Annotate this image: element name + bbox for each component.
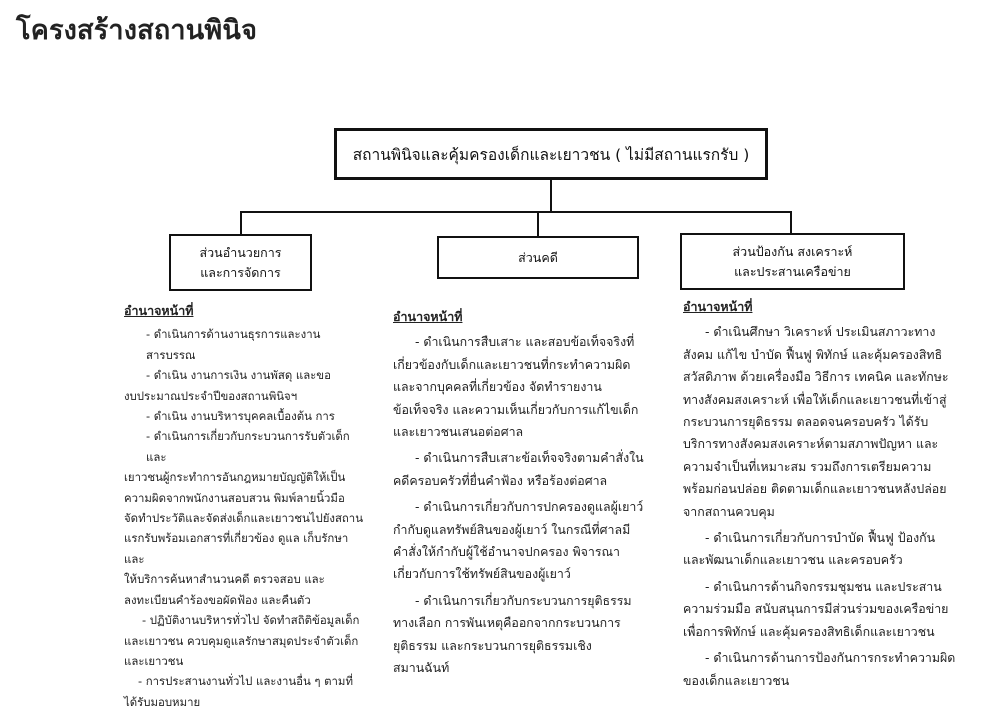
connector-horizontal [240, 211, 792, 213]
duty-line: เยาวชนผู้กระทำการอันกฎหมายบัญญัติให้เป็น [124, 470, 346, 485]
duty-line: จากสถานควบคุม [683, 503, 775, 519]
duty-line: สมานฉันท์ [393, 660, 450, 676]
duty-line: พร้อมก่อนปล่อย ติดตามเด็กและเยาวชนหลังปล… [683, 481, 947, 497]
org-unit-label-line: ส่วนคดี [518, 249, 558, 265]
duty-line: คำสั่งให้กำกับผู้ใช้อำนาจปกครอง พิจารณา [393, 544, 620, 560]
duty-line: - ดำเนินการด้านกิจกรรมชุมชน และประสาน [705, 578, 942, 594]
duties-heading: อำนาจหน้าที่ [393, 309, 463, 324]
duty-line: ความร่วมมือ สนับสนุนการมีส่วนร่วมของเครื… [683, 601, 949, 617]
duty-line: ของเด็กและเยาวชน [683, 672, 790, 688]
duty-line: และเยาวชน ควบคุมดูแลรักษาสมุดประจำตัวเด็… [124, 633, 359, 648]
org-unit-prevention-box: ส่วนป้องกัน สงเคราะห์ และประสานเครือข่าย [680, 233, 905, 290]
duty-line: - ดำเนินการเกี่ยวกับกระบวนการยุติธรรม [415, 592, 632, 608]
duty-line: ทางสังคมสงเคราะห์ เพื่อให้เด็กและเยาวชนท… [683, 391, 947, 407]
duty-line: กำกับดูแลทรัพย์สินของผู้เยาว์ ในกรณีที่ศ… [393, 521, 631, 537]
duty-line: งบประมาณประจำปีของสถานพินิจฯ [124, 388, 298, 403]
duty-line: - ดำเนิน งานการเงิน งานพัสดุ และขอ [146, 368, 331, 383]
duty-line: เพื่อการพิทักษ์ และคุ้มครองสิทธิเด็กและเ… [683, 623, 935, 639]
duty-line: - ดำเนินการเกี่ยวกับการปกครองดูแลผู้เยาว… [415, 499, 644, 515]
connector-trunk [550, 180, 552, 211]
duties-heading: อำนาจหน้าที่ [124, 303, 194, 318]
duty-line: - ดำเนินการสืบเสาะ และสอบข้อเท็จจริงที่ [415, 334, 635, 350]
connector-case [537, 211, 539, 237]
duty-line: บริการทางสังคมสงเคราะห์ตามสภาพปัญหา และ [683, 436, 939, 452]
duty-line: กระบวนการยุติธรรม ตลอดจนครอบครัว ได้รับ [683, 414, 929, 430]
duty-line: - ปฏิบัติงานบริหารทั่วไป จัดทำสถิติข้อมู… [142, 613, 360, 628]
duty-line: และจากบุคคลที่เกี่ยวข้อง จัดทำรายงาน [393, 379, 602, 395]
duty-line: คดีครอบครัวที่ยื่นคำฟ้อง หรือร้องต่อศาล [393, 472, 608, 488]
duty-line: ให้บริการค้นหาสำนวนคดี ตรวจสอบ และ [124, 572, 325, 587]
duty-line: ทางเลือก การพันเหตุคืออกจากกระบวนการ [393, 615, 621, 631]
duties-prevention-column: อำนาจหน้าที่ - ดำเนินศึกษา วิเคราะห์ ประ… [683, 296, 959, 692]
duty-line: จัดทำประวัติและจัดส่งเด็กและเยาวชนไปยังส… [124, 511, 363, 526]
duty-line: ความจำเป็นที่เหมาะสม รวมถึงการเตรียมความ [683, 458, 932, 474]
duty-line: เกี่ยวกับการใช้ทรัพย์สินของผู้เยาว์ [393, 566, 571, 582]
duty-line: และพัฒนาเด็กและเยาวชน และครอบครัว [683, 552, 903, 568]
duty-line: - ดำเนินการเกี่ยวกับกระบวนการรับตัวเด็กแ… [146, 429, 350, 464]
org-unit-label-line: และประสานเครือข่าย [734, 263, 851, 279]
duty-line: - ดำเนินการด้านงานธุรการและงานสารบรรณ [146, 327, 321, 362]
duty-line: - ดำเนินการด้านการป้องกันการกระทำความผิด [705, 650, 956, 666]
connector-admin [240, 211, 242, 235]
duties-heading: อำนาจหน้าที่ [683, 299, 753, 314]
duty-line: และเยาวชน [124, 653, 184, 668]
duties-case-column: อำนาจหน้าที่ - ดำเนินการสืบเสาะ และสอบข้… [393, 306, 647, 680]
duty-line: แรกรับพร้อมเอกสารที่เกี่ยวข้อง ดูแล เก็บ… [124, 531, 349, 566]
connector-prev [790, 211, 792, 234]
org-unit-admin-box: ส่วนอำนวยการ และการจัดการ [169, 234, 312, 291]
org-unit-label-line: และการจัดการ [200, 264, 281, 280]
duties-list: - ดำเนินการด้านงานธุรการและงานสารบรรณ - … [124, 324, 368, 712]
duty-line: - การประสานงานทั่วไป และงานอื่น ๆ ตามที่ [138, 674, 353, 689]
duties-admin-column: อำนาจหน้าที่ - ดำเนินการด้านงานธุรการและ… [124, 301, 368, 712]
org-unit-label-line: ส่วนอำนวยการ [199, 244, 282, 260]
org-unit-case-box: ส่วนคดี [437, 236, 639, 279]
duty-line: ความผิดจากพนักงานสอบสวน พิมพ์ลายนิ้วมือ [124, 490, 345, 505]
duty-line: - ดำเนินการสืบเสาะข้อเท็จจริงตามคำสั่งใน [415, 450, 644, 466]
duty-line: สังคม แก้ไข บำบัด ฟื้นฟู พิทักษ์ และคุ้ม… [683, 346, 943, 362]
page-title: โครงสร้างสถานพินิจ [16, 15, 258, 46]
duty-line: ยุติธรรม และกระบวนการยุติธรรมเชิง [393, 637, 592, 653]
org-root-box: สถานพินิจและคุ้มครองเด็กและเยาวชน ( ไม่ม… [334, 128, 768, 180]
duty-line: ข้อเท็จจริง และความเห็นเกี่ยวกับการแก้ไข… [393, 401, 639, 417]
duties-list: - ดำเนินศึกษา วิเคราะห์ ประเมินสภาวะทาง … [683, 321, 959, 692]
duties-list: - ดำเนินการสืบเสาะ และสอบข้อเท็จจริงที่ … [393, 331, 647, 679]
duty-line: และเยาวชนเสนอต่อศาล [393, 424, 524, 440]
duty-line: - ดำเนินศึกษา วิเคราะห์ ประเมินสภาวะทาง [705, 324, 936, 340]
duty-line: สวัสดิภาพ ด้วยเครื่องมือ วิธีการ เทคนิค … [683, 369, 949, 385]
duty-line: - ดำเนิน งานบริหารบุคคลเบื้องต้น การ [146, 409, 335, 424]
duty-line: ลงทะเบียนคำร้องขอผัดฟ้อง และคืนตัว [124, 592, 311, 607]
org-root-label: สถานพินิจและคุ้มครองเด็กและเยาวชน ( ไม่ม… [352, 145, 750, 164]
duty-line: - ดำเนินการเกี่ยวกับการบำบัด ฟื้นฟู ป้อง… [705, 530, 936, 546]
duty-line: เกี่ยวข้องกับเด็กและเยาวชนที่กระทำความผิ… [393, 356, 631, 372]
duty-line: ได้รับมอบหมาย [124, 694, 201, 709]
org-unit-label-line: ส่วนป้องกัน สงเคราะห์ [732, 243, 853, 259]
